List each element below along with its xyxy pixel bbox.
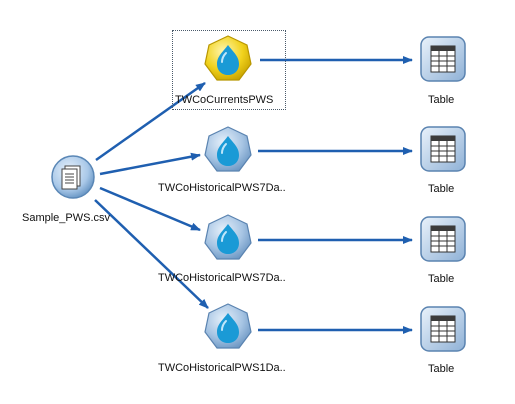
table-icon — [420, 126, 466, 172]
table-node-2[interactable] — [420, 126, 466, 172]
link-source-to-process-4[interactable] — [94, 199, 209, 309]
table-node-4[interactable] — [420, 306, 466, 352]
weather-drop-icon — [204, 303, 252, 349]
weather-drop-icon — [204, 214, 252, 260]
table-icon — [420, 216, 466, 262]
table-icon — [420, 306, 466, 352]
process-node-4[interactable] — [203, 302, 253, 352]
source-node[interactable] — [50, 154, 96, 200]
process-node-1[interactable] — [203, 34, 253, 84]
weather-drop-icon — [204, 35, 252, 81]
table-node-1-label: Table — [428, 94, 455, 106]
table-icon — [420, 36, 466, 82]
weather-drop-icon — [204, 126, 252, 172]
link-source-to-process-1[interactable] — [95, 81, 206, 162]
source-node-label: Sample_PWS.csv — [22, 212, 111, 224]
table-node-1[interactable] — [420, 36, 466, 82]
process-node-3-label: TWCoHistoricalPWS7Da.. — [158, 272, 286, 284]
process-node-2[interactable] — [203, 125, 253, 175]
process-node-3[interactable] — [203, 213, 253, 263]
link-source-to-process-2[interactable] — [99, 152, 201, 176]
table-node-4-label: Table — [428, 363, 455, 375]
table-node-2-label: Table — [428, 183, 455, 195]
process-node-1-label: TWCoCurrentsPWS — [175, 94, 274, 106]
file-source-icon — [51, 155, 95, 199]
table-node-3[interactable] — [420, 216, 466, 262]
table-node-3-label: Table — [428, 273, 455, 285]
process-node-4-label: TWCoHistoricalPWS1Da.. — [158, 362, 286, 374]
process-node-2-label: TWCoHistoricalPWS7Da.. — [158, 182, 286, 194]
link-source-to-process-3[interactable] — [99, 186, 201, 232]
selection-box — [172, 30, 286, 110]
